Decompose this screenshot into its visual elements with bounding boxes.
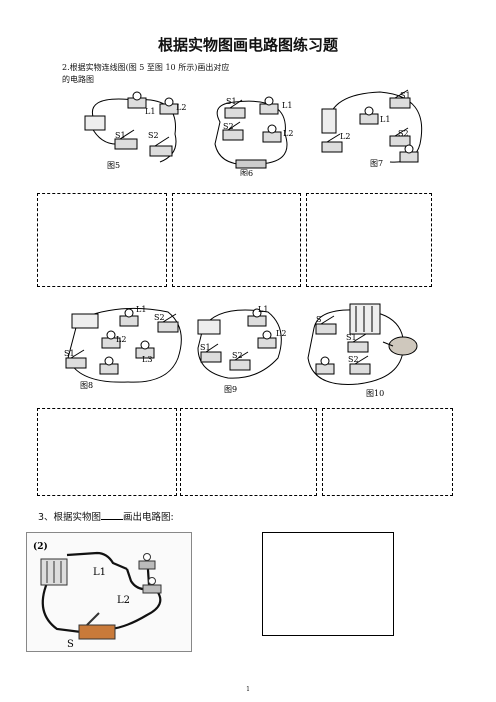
fig6-L1: L1 — [282, 101, 292, 110]
fig6-S1: S1 — [226, 97, 237, 106]
photo-S: S — [67, 639, 74, 650]
fig8-caption: 图8 — [80, 381, 93, 390]
question-3: 3、根据实物图 画出电路图: — [38, 509, 174, 523]
fig8-L1: L1 — [136, 305, 146, 314]
answer-box-fig5[interactable] — [37, 193, 167, 287]
fig5-caption: 图5 — [107, 161, 120, 170]
page-title: 根据实物图画电路图练习题 — [157, 36, 338, 54]
answer-box-fig6[interactable] — [172, 193, 301, 287]
fig8-L3: L3 — [142, 355, 152, 364]
answer-box-fig9[interactable] — [180, 408, 317, 496]
fig5-L2: L2 — [176, 103, 186, 112]
fig7-caption: 图7 — [370, 159, 383, 168]
fig5-L1: L1 — [145, 107, 155, 116]
page-number: 1 — [246, 686, 250, 693]
fig9-caption: 图9 — [224, 385, 237, 394]
fig7-S2: S2 — [398, 129, 409, 138]
circuit-photo-drawing: (2) L1 L2 S — [33, 541, 162, 650]
fig9-S1: S1 — [200, 343, 211, 352]
photo-L2: L2 — [117, 595, 130, 606]
fig6-S2: S2 — [223, 122, 234, 131]
fig10-S1: S1 — [346, 333, 357, 342]
fig9-S2: S2 — [232, 351, 243, 360]
figures-row-2: L1 S2 L2 S1 L3 图8 L1 L2 S1 S2 图9 S S1 S2… — [64, 303, 418, 398]
fig5-S2: S2 — [148, 131, 159, 140]
fig7-L2: L2 — [340, 132, 350, 141]
figures-row-1: L1 L2 S1 S2 图5 S1 L1 S2 L2 图6 S1 L1 L2 S… — [84, 89, 423, 176]
question-3-prefix: 3、根据实物图 — [38, 512, 102, 523]
question-3-blank[interactable] — [101, 511, 124, 520]
fig5-S1: S1 — [115, 131, 126, 140]
question-3-suffix: 画出电路图: — [123, 512, 174, 523]
circuit-photo: (2) L1 L2 S — [26, 532, 192, 652]
fig7-L1: L1 — [380, 115, 390, 124]
fig9-L1: L1 — [258, 305, 268, 314]
instruction-line-2: 的电路图 — [62, 75, 94, 84]
photo-L1: L1 — [93, 567, 106, 578]
instruction-line-1: 2.根据实物连线图(图 5 至图 10 所示)画出对应 — [62, 63, 230, 72]
fig8-S2: S2 — [154, 313, 165, 322]
fig7-S1: S1 — [400, 91, 411, 100]
photo-number: (2) — [33, 541, 48, 552]
fig10-caption: 图10 — [366, 389, 384, 398]
fig8-S1: S1 — [64, 349, 75, 358]
fig9-L2: L2 — [276, 329, 286, 338]
fig6-caption: 图6 — [240, 169, 253, 176]
fig8-L2: L2 — [116, 335, 126, 344]
answer-box-fig8[interactable] — [37, 408, 177, 496]
answer-box-q3[interactable] — [262, 532, 394, 636]
fig6-L2: L2 — [283, 129, 293, 138]
fig10-S: S — [316, 315, 321, 324]
fig10-S2: S2 — [348, 355, 359, 364]
answer-box-fig10[interactable] — [322, 408, 453, 496]
answer-box-fig7[interactable] — [306, 193, 432, 287]
